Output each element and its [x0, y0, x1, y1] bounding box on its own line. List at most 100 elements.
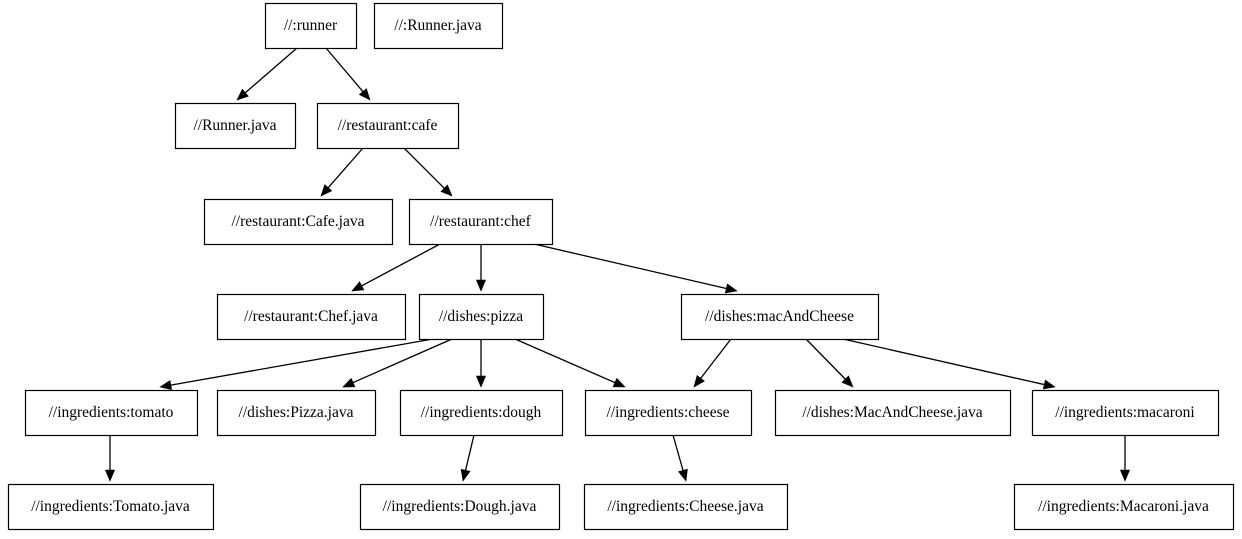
node-label: //Runner.java — [193, 117, 276, 134]
node-box[interactable] — [583, 483, 789, 531]
arrowhead-icon — [159, 380, 173, 391]
graph-node[interactable]: //ingredients:Cheese.java — [583, 483, 789, 531]
graph-edge — [320, 147, 364, 197]
graph-node[interactable]: //dishes:Pizza.java — [216, 389, 377, 437]
edge-line — [514, 338, 616, 384]
node-box[interactable] — [373, 2, 504, 50]
graph-edge — [159, 338, 434, 391]
graph-node[interactable]: //restaurant:cafe — [316, 102, 460, 150]
node-box[interactable] — [216, 293, 407, 341]
graph-edge — [403, 147, 453, 197]
graph-edge — [475, 244, 487, 292]
arrowhead-icon — [320, 184, 333, 197]
graph-node[interactable]: //ingredients:Tomato.java — [7, 483, 215, 531]
graph-edge — [236, 47, 298, 101]
arrowhead-icon — [342, 377, 356, 388]
node-box[interactable] — [216, 389, 377, 437]
edge-line — [170, 338, 434, 386]
node-box[interactable] — [203, 198, 394, 246]
graph-edge — [104, 435, 116, 482]
edges-layer — [104, 47, 1131, 482]
graph-edge — [693, 338, 732, 388]
graph-edge — [842, 338, 1056, 390]
arrowhead-icon — [440, 184, 453, 197]
node-box[interactable] — [264, 2, 358, 50]
node-label: //ingredients:Dough.java — [383, 498, 537, 515]
graph-edge — [325, 47, 371, 101]
arrowhead-icon — [236, 88, 249, 101]
graph-edge — [514, 338, 626, 388]
node-box[interactable] — [584, 389, 753, 437]
edge-line — [403, 147, 445, 189]
graph-node[interactable]: //Runner.java — [174, 102, 297, 150]
node-label: //dishes:Pizza.java — [239, 404, 354, 421]
edge-line — [672, 434, 684, 471]
graph-edge — [805, 338, 854, 388]
node-box[interactable] — [408, 198, 554, 246]
graph-node[interactable]: //ingredients:cheese — [584, 389, 753, 437]
node-label: //:Runner.java — [394, 17, 482, 34]
nodes-layer: //:runner //:Runner.java //Runner.java //re… — [7, 2, 1235, 531]
arrowhead-icon — [724, 283, 738, 294]
node-box[interactable] — [1031, 389, 1220, 437]
graph-edge — [460, 434, 475, 482]
graph-node[interactable]: //restaurant:Chef.java — [216, 293, 407, 341]
node-box[interactable] — [24, 389, 199, 437]
node-box[interactable] — [774, 389, 1012, 437]
node-box[interactable] — [7, 483, 215, 531]
arrowhead-icon — [475, 279, 487, 292]
graph-edge — [475, 339, 487, 388]
arrowhead-icon — [351, 281, 365, 292]
node-label: //:runner — [284, 17, 338, 34]
graph-node[interactable]: //ingredients:Macaroni.java — [1013, 483, 1235, 531]
node-label: //dishes:macAndCheese — [705, 308, 854, 325]
node-box[interactable] — [174, 102, 297, 150]
arrowhead-icon — [612, 377, 626, 388]
edge-line — [325, 47, 364, 93]
graph-edge — [533, 243, 738, 294]
edge-line — [327, 147, 364, 189]
node-label: //ingredients:dough — [421, 404, 542, 421]
node-label: //restaurant:chef — [430, 213, 532, 230]
graph-node[interactable]: //dishes:pizza — [418, 293, 545, 341]
graph-node[interactable]: //dishes:MacAndCheese.java — [774, 389, 1012, 437]
arrowhead-icon — [1119, 469, 1131, 482]
edge-line — [842, 338, 1045, 386]
node-box[interactable] — [1013, 483, 1235, 531]
arrowhead-icon — [1042, 379, 1056, 390]
graph-node[interactable]: //ingredients:dough — [399, 389, 564, 437]
edge-line — [244, 47, 298, 94]
node-box[interactable] — [680, 293, 880, 341]
node-box[interactable] — [399, 389, 564, 437]
node-label: //ingredients:Tomato.java — [31, 498, 190, 515]
edge-line — [700, 338, 732, 379]
graph-node[interactable]: //:runner — [264, 2, 358, 50]
graph-node[interactable]: //ingredients:macaroni — [1031, 389, 1220, 437]
graph-node[interactable]: //restaurant:Cafe.java — [203, 198, 394, 246]
node-label: //restaurant:Chef.java — [244, 308, 378, 325]
arrowhead-icon — [475, 375, 487, 388]
edge-line — [805, 338, 846, 380]
edge-line — [533, 243, 727, 290]
graph-node[interactable]: //ingredients:tomato — [24, 389, 199, 437]
arrowhead-icon — [841, 375, 854, 388]
node-box[interactable] — [316, 102, 460, 150]
graph-node[interactable]: //ingredients:Dough.java — [359, 483, 561, 531]
arrowhead-icon — [104, 469, 116, 482]
node-box[interactable] — [418, 293, 545, 341]
graph-edge — [342, 338, 453, 388]
graph-node[interactable]: //dishes:macAndCheese — [680, 293, 880, 341]
graph-edge — [672, 434, 688, 482]
graph-node[interactable]: //restaurant:chef — [408, 198, 554, 246]
edge-line — [352, 338, 453, 384]
arrowhead-icon — [693, 374, 705, 388]
edge-line — [361, 243, 441, 287]
node-box[interactable] — [359, 483, 561, 531]
node-label: //ingredients:cheese — [606, 404, 729, 421]
node-label: //ingredients:Macaroni.java — [1038, 498, 1209, 515]
node-label: //restaurant:cafe — [338, 117, 438, 134]
graph-node[interactable]: //:Runner.java — [373, 2, 504, 50]
node-label: //dishes:pizza — [439, 308, 523, 325]
